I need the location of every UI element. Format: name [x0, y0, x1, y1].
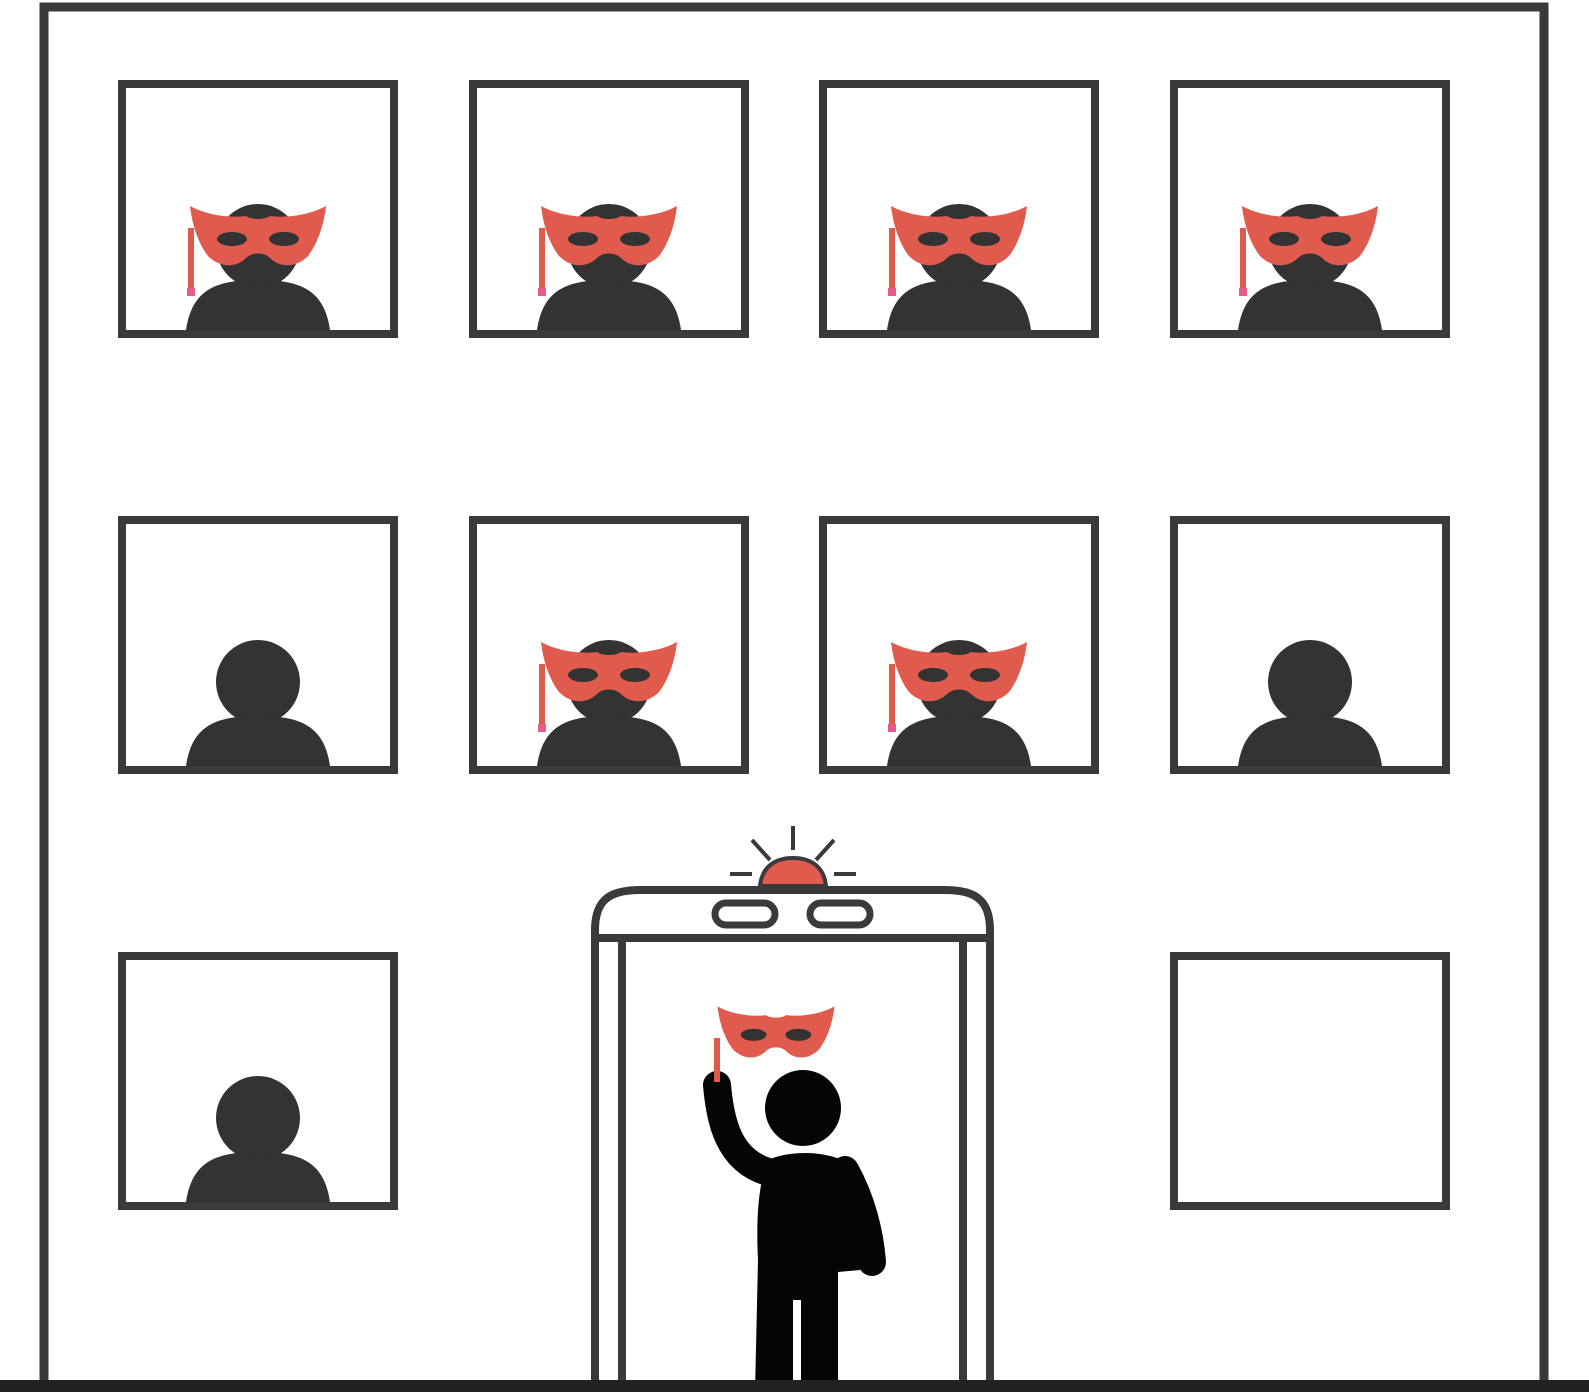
head-icon	[216, 640, 300, 724]
head-icon	[216, 1076, 300, 1160]
head-icon	[1268, 640, 1352, 724]
head-icon	[765, 1070, 841, 1146]
ground-line	[0, 1380, 1589, 1392]
